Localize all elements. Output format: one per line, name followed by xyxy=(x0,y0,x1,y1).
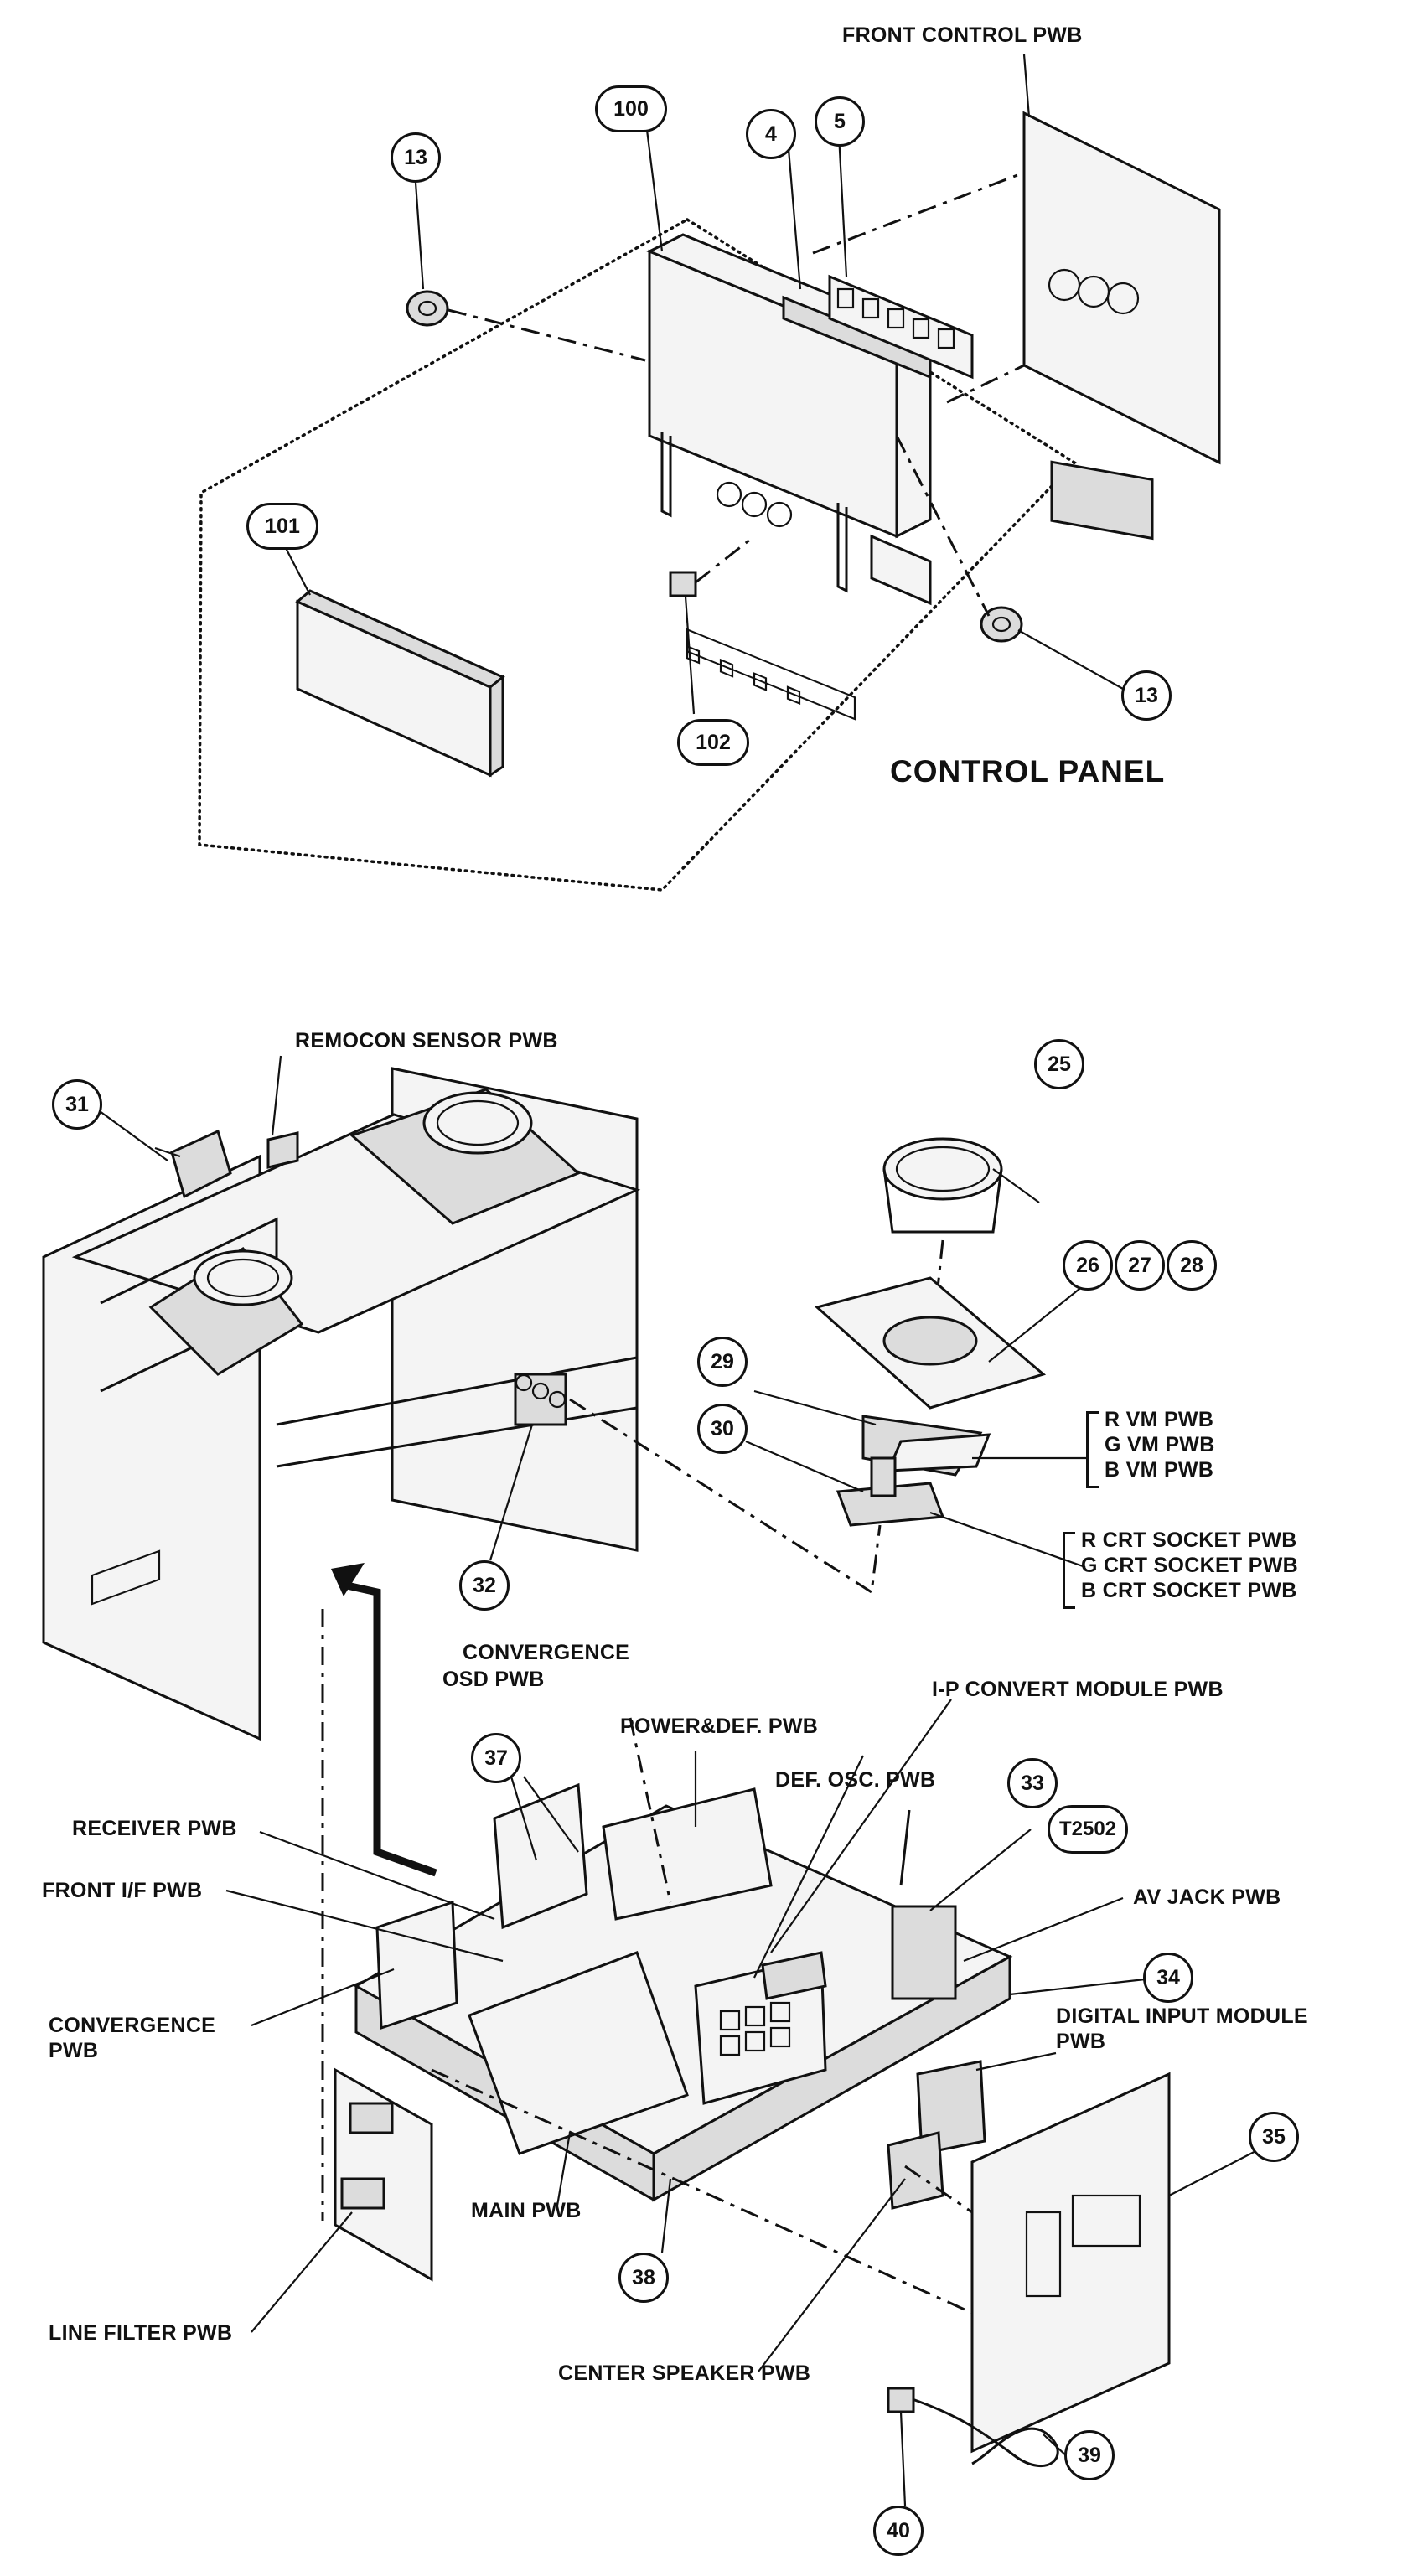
part-39-cable xyxy=(904,2395,1059,2467)
callout-40: 40 xyxy=(873,2506,924,2556)
callout-28: 28 xyxy=(1167,1240,1217,1291)
callout-33: 33 xyxy=(1007,1758,1058,1808)
bushing-13-lower xyxy=(980,606,1023,643)
callout-101: 101 xyxy=(246,503,318,550)
callout-100: 100 xyxy=(595,85,667,132)
digital-input-module-pwb-block xyxy=(916,2060,986,2155)
label-convergence-pwb-line1: CONVERGENCE xyxy=(49,2014,216,2037)
callout-25: 25 xyxy=(1034,1039,1084,1089)
callout-26: 26 xyxy=(1063,1240,1113,1291)
part-35-rear-panel xyxy=(970,2072,1171,2454)
arrow-head xyxy=(331,1563,365,1596)
part-31-bracket xyxy=(170,1129,232,1199)
label-r-crt-socket-pwb: R CRT SOCKET PWB xyxy=(1081,1529,1297,1552)
part-32-socket xyxy=(514,1373,567,1426)
front-control-pwb-board xyxy=(1022,111,1221,465)
part-40-connector xyxy=(887,2387,915,2413)
vm-pwb-brace xyxy=(1086,1411,1099,1488)
callout-27: 27 xyxy=(1115,1240,1165,1291)
label-front-control-pwb: FRONT CONTROL PWB xyxy=(842,23,1083,47)
label-def-osc-pwb: DEF. OSC. PWB xyxy=(775,1768,936,1792)
label-b-crt-socket-pwb: B CRT SOCKET PWB xyxy=(1081,1579,1297,1602)
callout-13-upper: 13 xyxy=(391,132,441,183)
callout-31: 31 xyxy=(52,1079,102,1130)
label-b-vm-pwb: B VM PWB xyxy=(1105,1458,1214,1482)
callout-38: 38 xyxy=(618,2253,669,2303)
label-g-vm-pwb: G VM PWB xyxy=(1105,1433,1215,1456)
label-convergence-pwb-line2: PWB xyxy=(49,2039,99,2062)
label-ip-convert-module-pwb: I-P CONVERT MODULE PWB xyxy=(932,1678,1224,1701)
part-102-clip xyxy=(669,571,697,597)
vm-pwb-board xyxy=(886,1433,991,1472)
front-control-pwb-connector xyxy=(1050,460,1154,541)
label-av-jack-pwb: AV JACK PWB xyxy=(1133,1885,1281,1909)
label-digital-input-module-pwb-line1: DIGITAL INPUT MODULE xyxy=(1056,2004,1308,2028)
label-receiver-pwb: RECEIVER PWB xyxy=(72,1817,237,1840)
label-convergence-osd-pwb-line2: OSD PWB xyxy=(442,1668,545,1691)
assembly-direction-arrow xyxy=(339,1580,437,1877)
callout-37: 37 xyxy=(471,1733,521,1783)
receiver-pwb-block xyxy=(493,1782,588,1930)
callout-t2502: T2502 xyxy=(1048,1805,1128,1854)
callout-35: 35 xyxy=(1249,2112,1299,2162)
label-digital-input-module-pwb-line2: PWB xyxy=(1056,2030,1106,2053)
label-line-filter-pwb: LINE FILTER PWB xyxy=(49,2321,233,2345)
label-r-vm-pwb: R VM PWB xyxy=(1105,1408,1214,1431)
callout-5: 5 xyxy=(815,96,865,147)
bushing-13-upper xyxy=(406,290,449,327)
crt-cable-path xyxy=(569,1398,882,1595)
crt-lens-center xyxy=(422,1091,533,1155)
label-front-if-pwb: FRONT I/F PWB xyxy=(42,1879,203,1902)
label-convergence-osd-pwb-line1: CONVERGENCE xyxy=(463,1641,630,1664)
callout-29: 29 xyxy=(697,1337,748,1387)
ip-convert-module-block xyxy=(761,1951,827,2000)
label-g-crt-socket-pwb: G CRT SOCKET PWB xyxy=(1081,1554,1298,1577)
label-power-def-pwb: POWER&DEF. PWB xyxy=(620,1715,819,1738)
label-control-panel: CONTROL PANEL xyxy=(890,754,1166,789)
flyback-transformer-t2502 xyxy=(891,1905,957,2000)
callout-30: 30 xyxy=(697,1404,748,1454)
callout-34: 34 xyxy=(1143,1953,1193,2003)
main-pwb-area xyxy=(468,1951,689,2155)
callout-39: 39 xyxy=(1064,2430,1115,2480)
remocon-sensor-pwb-board xyxy=(266,1131,299,1169)
line-filter-pwb-board xyxy=(334,2067,433,2282)
label-center-speaker-pwb: CENTER SPEAKER PWB xyxy=(558,2361,811,2385)
label-main-pwb: MAIN PWB xyxy=(471,2199,582,2222)
power-def-pwb-board xyxy=(602,1787,773,1921)
control-panel-boundary xyxy=(198,218,1077,892)
callout-13-lower: 13 xyxy=(1121,670,1172,721)
label-remocon-sensor-pwb: REMOCON SENSOR PWB xyxy=(295,1029,558,1053)
callout-102: 102 xyxy=(677,719,749,766)
callout-32: 32 xyxy=(459,1560,510,1611)
crt-socket-pwb-brace xyxy=(1063,1532,1075,1609)
callout-4: 4 xyxy=(746,109,796,159)
center-speaker-pwb-block xyxy=(887,2131,944,2210)
